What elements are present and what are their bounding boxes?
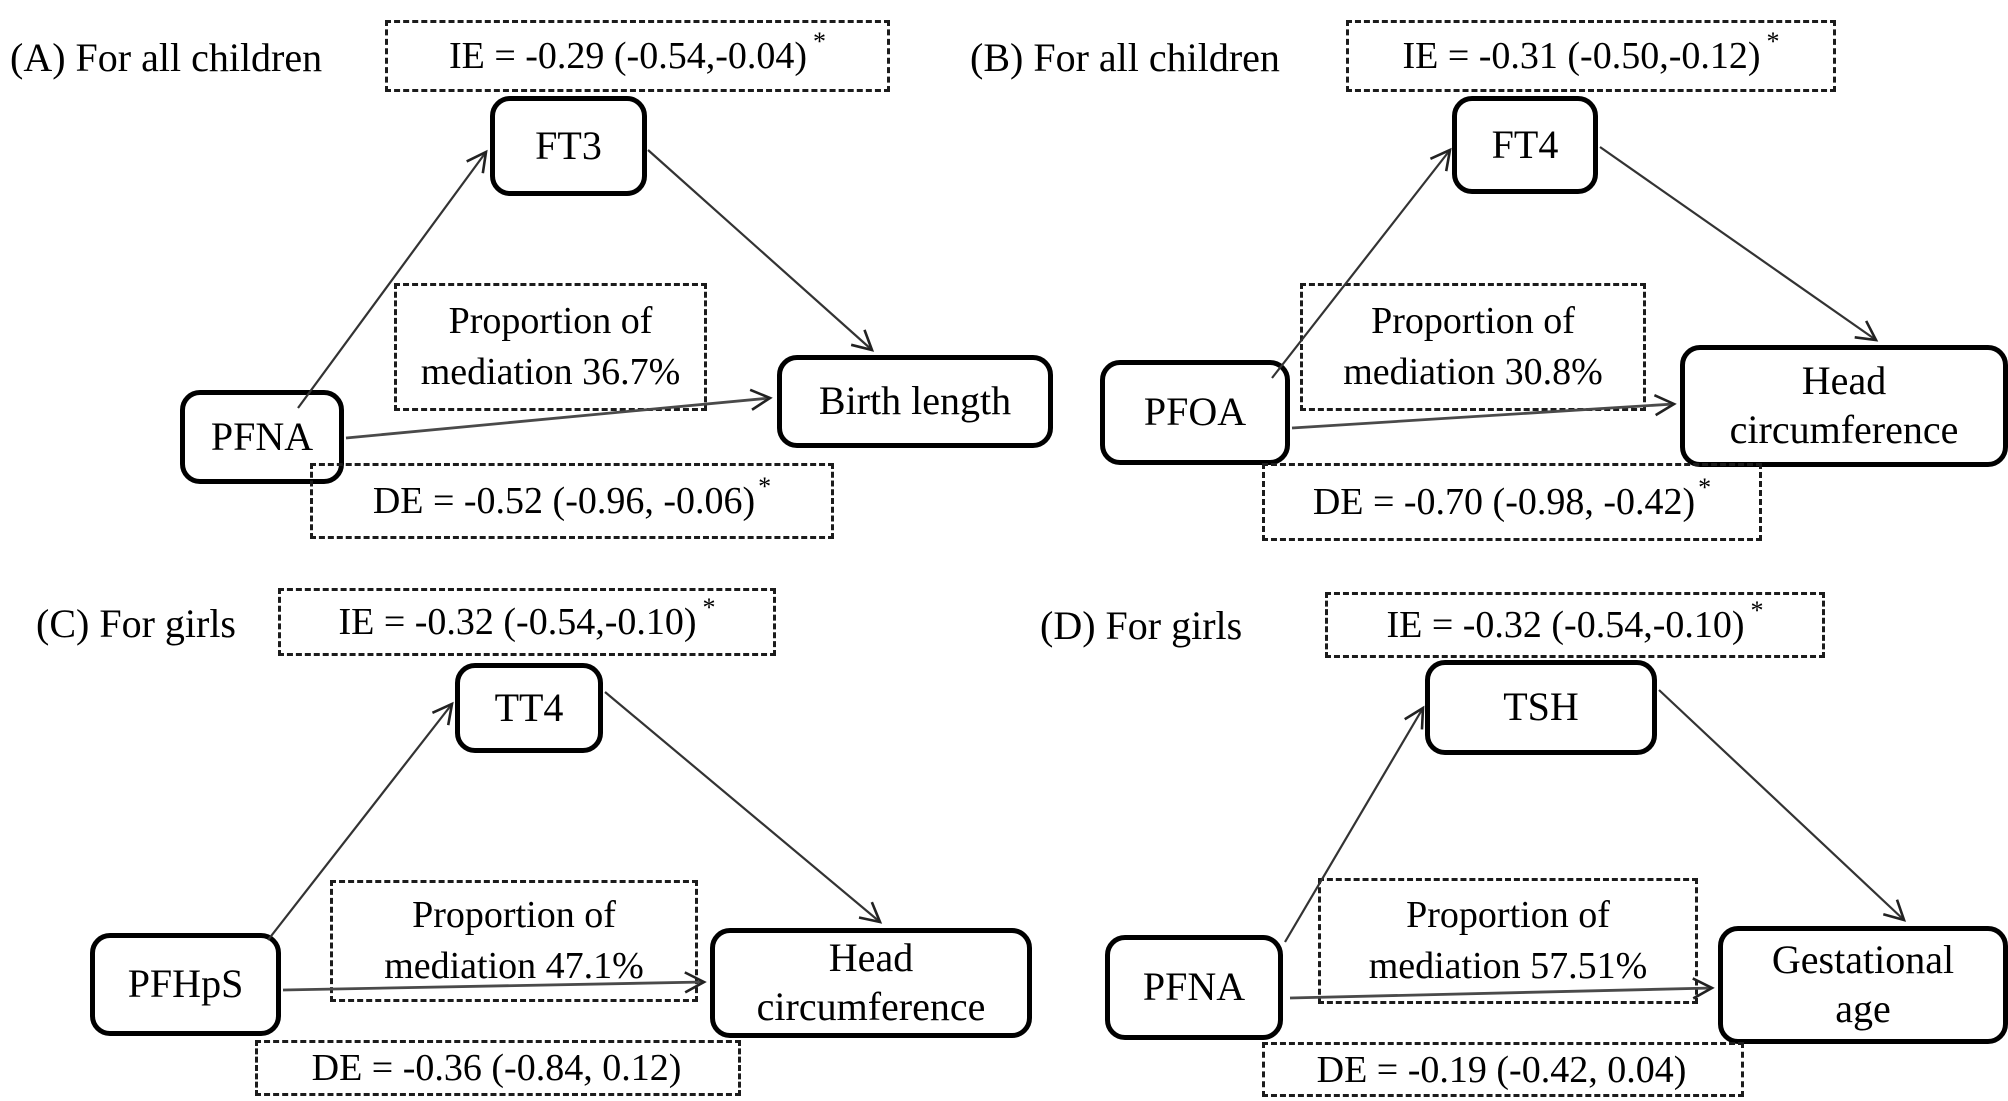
outcome-line1: Head: [1801, 358, 1887, 404]
outcome-line2: circumference: [1729, 407, 1959, 452]
panel-a-proportion-box: Proportion of mediation 36.7%: [394, 283, 707, 411]
outcome-line1: Head: [828, 935, 914, 981]
panel-d-indirect-effect-box: IE = -0.32 (-0.54,-0.10)*: [1325, 592, 1825, 658]
panel-c-indirect-effect-box: IE = -0.32 (-0.54,-0.10)*: [278, 588, 776, 656]
panel-c-direct-effect-box: DE = -0.36 (-0.84, 0.12): [255, 1040, 741, 1096]
panel-b-outcome-box: Head circumference: [1680, 345, 2008, 467]
panel-a-mediator-box: FT3: [490, 96, 647, 196]
panel-c-title: (C) For girls: [36, 601, 236, 646]
proportion-line1: Proportion of: [412, 893, 616, 936]
panel-d-mediator-box: TSH: [1425, 660, 1657, 755]
direct-effect-text: DE = -0.19 (-0.42, 0.04): [1316, 1048, 1687, 1091]
panel-d-title: (D) For girls: [1040, 603, 1243, 648]
proportion-line2: mediation 47.1%: [384, 945, 644, 987]
proportion-line2: mediation 36.7%: [420, 351, 681, 393]
outcome-line2: age: [1835, 986, 1891, 1031]
outcome-line1: Gestational: [1771, 937, 1955, 983]
panel-d-proportion-box: Proportion of mediation 57.51%: [1318, 878, 1698, 1004]
panel-a-title: (A) For all children: [10, 35, 323, 80]
proportion-line1: Proportion of: [1406, 893, 1610, 936]
outcome-line2: circumference: [756, 984, 986, 1029]
panel-c-exposure-box: PFHpS: [90, 933, 281, 1036]
panel-d-exposure-box: PFNA: [1105, 935, 1283, 1040]
direct-effect-text: DE = -0.36 (-0.84, 0.12): [311, 1047, 682, 1089]
proportion-line2: mediation 57.51%: [1368, 945, 1648, 987]
panel-c-proportion-box: Proportion of mediation 47.1%: [330, 880, 698, 1002]
panel-b-direct-effect-box: DE = -0.70 (-0.98, -0.42)*: [1262, 463, 1762, 541]
proportion-line1: Proportion of: [1371, 299, 1575, 342]
panel-a-direct-effect-box: DE = -0.52 (-0.96, -0.06)*: [310, 463, 834, 539]
panel-d-direct-effect-box: DE = -0.19 (-0.42, 0.04): [1262, 1042, 1744, 1097]
panel-a-outcome-box: Birth length: [777, 355, 1053, 448]
panel-c-mediator-box: TT4: [455, 663, 603, 753]
direct-effect-text: DE = -0.52 (-0.96, -0.06): [372, 480, 756, 522]
proportion-line2: mediation 30.8%: [1343, 351, 1603, 393]
panel-b-title: (B) For all children: [970, 35, 1280, 80]
panel-b-mediator-box: FT4: [1452, 96, 1598, 194]
panel-a-indirect-effect-box: IE = -0.29 (-0.54,-0.04)*: [385, 20, 890, 92]
panel-b-proportion-box: Proportion of mediation 30.8%: [1300, 283, 1646, 411]
indirect-effect-text: IE = -0.29 (-0.54,-0.04): [448, 35, 808, 77]
indirect-effect-text: IE = -0.32 (-0.54,-0.10): [1386, 604, 1745, 646]
panel-a-exposure-box: PFNA: [180, 390, 344, 484]
direct-effect-text: DE = -0.70 (-0.98, -0.42): [1312, 481, 1696, 523]
panel-b-indirect-effect-box: IE = -0.31 (-0.50,-0.12)*: [1346, 20, 1836, 92]
indirect-effect-text: IE = -0.32 (-0.54,-0.10): [338, 601, 697, 643]
outcome-line1: Birth length: [818, 378, 1012, 424]
indirect-effect-text: IE = -0.31 (-0.50,-0.12): [1402, 35, 1761, 77]
proportion-line1: Proportion of: [448, 299, 653, 342]
panel-d-outcome-box: Gestational age: [1718, 926, 2008, 1044]
panel-b-exposure-box: PFOA: [1100, 360, 1290, 465]
panel-c-outcome-box: Head circumference: [710, 928, 1032, 1038]
